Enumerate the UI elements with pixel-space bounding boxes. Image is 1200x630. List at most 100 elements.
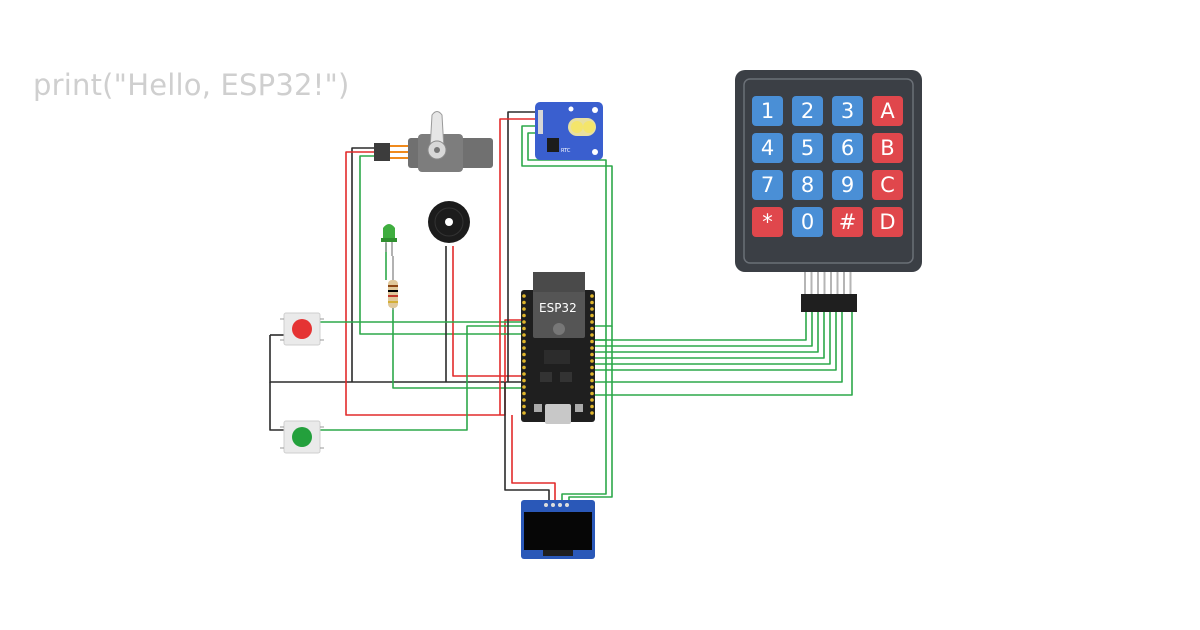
push-button-green[interactable]: [280, 420, 324, 454]
keypad-key-label: #: [839, 210, 857, 234]
esp32-usb-port: [545, 404, 571, 424]
servo-screw: [434, 147, 440, 153]
button-green-cap: [292, 427, 312, 447]
buzzer[interactable]: [428, 201, 470, 243]
oled-screen: [524, 512, 592, 550]
wire-oled-gnd: [504, 382, 550, 502]
esp32-pin: [590, 398, 594, 402]
keypad-key[interactable]: #: [832, 207, 863, 237]
keypad-key[interactable]: 4: [752, 133, 783, 163]
keypad-key[interactable]: B: [872, 133, 903, 163]
wire-gnd-button-green: [269, 382, 285, 431]
wire-keypad-7: [594, 312, 843, 383]
keypad-key-label: *: [762, 210, 773, 234]
keypad-key[interactable]: 2: [792, 96, 823, 126]
keypad-key-cap: [872, 170, 903, 200]
esp32-board[interactable]: ESP32: [521, 272, 595, 424]
wire-rtc-sda: [521, 125, 613, 327]
wire-keypad-1: [594, 312, 807, 341]
keypad-key[interactable]: *: [752, 207, 783, 237]
servo-motor[interactable]: [374, 111, 493, 173]
rtc-battery-cell-2: [583, 121, 595, 133]
esp32-pin: [590, 352, 594, 357]
keypad-key[interactable]: 5: [792, 133, 823, 163]
keypad-key[interactable]: 0: [792, 207, 823, 237]
esp32-pin: [522, 313, 526, 318]
keypad-key-label: 7: [761, 173, 774, 197]
esp32-pin: [590, 326, 594, 331]
keypad-key[interactable]: 6: [832, 133, 863, 163]
keypad-key[interactable]: 8: [792, 170, 823, 200]
keypad-key-label: D: [879, 210, 895, 234]
esp32-boot-button: [534, 404, 542, 412]
oled-pin-vcc: [551, 503, 555, 507]
keypad-key[interactable]: A: [872, 96, 903, 126]
buzzer-ring: [434, 207, 464, 237]
keypad-key-cap: [752, 133, 783, 163]
keypad-key[interactable]: 7: [752, 170, 783, 200]
keypad-key-label: 4: [761, 136, 774, 160]
esp32-pin: [522, 411, 526, 415]
rtc-chip: [547, 138, 559, 152]
keypad-key[interactable]: D: [872, 207, 903, 237]
wire-keypad-6: [594, 312, 837, 371]
keypad-key-cap: [832, 133, 863, 163]
oled-ribbon: [543, 550, 573, 556]
resistor-band-3: [388, 295, 398, 297]
keypad-key-label: C: [880, 173, 895, 197]
keypad-key[interactable]: 9: [832, 170, 863, 200]
wire-servo-gnd: [351, 147, 374, 382]
keypad-key-label: 8: [801, 173, 814, 197]
keypad-key-cap: [752, 96, 783, 126]
esp32-pin: [590, 372, 594, 376]
esp32-pin: [590, 339, 594, 344]
esp32-pin: [522, 385, 526, 389]
keypad-key-label: 0: [801, 210, 814, 234]
push-button-red[interactable]: [280, 312, 324, 346]
servo-cable: [390, 145, 408, 159]
esp32-reset-button: [575, 404, 583, 412]
keypad-key-cap: [752, 207, 783, 237]
wire-resistor: [392, 307, 522, 389]
esp32-antenna: [533, 272, 585, 292]
rtc-battery-cell: [571, 121, 583, 133]
keypad-key-label: 9: [841, 173, 854, 197]
wire-rtc-gnd: [507, 111, 540, 382]
esp32-pin: [590, 333, 594, 337]
resistor: [388, 256, 398, 310]
rtc-header: [538, 110, 543, 134]
esp32-pin: [590, 391, 594, 396]
led-green[interactable]: [381, 224, 397, 256]
wire-keypad-8: [594, 312, 853, 396]
esp32-pins-left: [522, 294, 526, 415]
esp32-pin: [522, 346, 526, 350]
resistor-band-2: [388, 290, 398, 292]
led-dome: [383, 224, 395, 240]
esp32-chip: [544, 350, 570, 364]
wire-oled-sda: [568, 326, 613, 502]
wire-oled-vcc: [511, 415, 556, 502]
keypad-key[interactable]: 3: [832, 96, 863, 126]
code-snippet: print("Hello, ESP32!"): [33, 68, 350, 102]
rtc-module[interactable]: RTC: [535, 102, 603, 160]
rtc-label: RTC: [561, 148, 571, 154]
oled-pin-sda: [565, 503, 569, 507]
keypad-key-label: 6: [841, 136, 854, 160]
esp32-pin: [590, 320, 594, 324]
esp32-pin: [522, 326, 526, 331]
led-rim: [381, 238, 397, 242]
oled-display[interactable]: [521, 500, 595, 559]
esp32-pin: [590, 385, 594, 389]
wire-oled-scl: [561, 340, 607, 502]
esp32-chip-2: [560, 372, 572, 382]
esp32-pin: [590, 411, 594, 415]
esp32-logo-icon: [553, 323, 565, 335]
servo-horn: [429, 111, 445, 151]
keypad-key-label: 2: [801, 99, 814, 123]
keypad-key-label: A: [880, 99, 895, 123]
oled-pin-gnd: [544, 503, 548, 507]
keypad-key[interactable]: 1: [752, 96, 783, 126]
keypad-key[interactable]: C: [872, 170, 903, 200]
keypad-key-cap: [752, 170, 783, 200]
